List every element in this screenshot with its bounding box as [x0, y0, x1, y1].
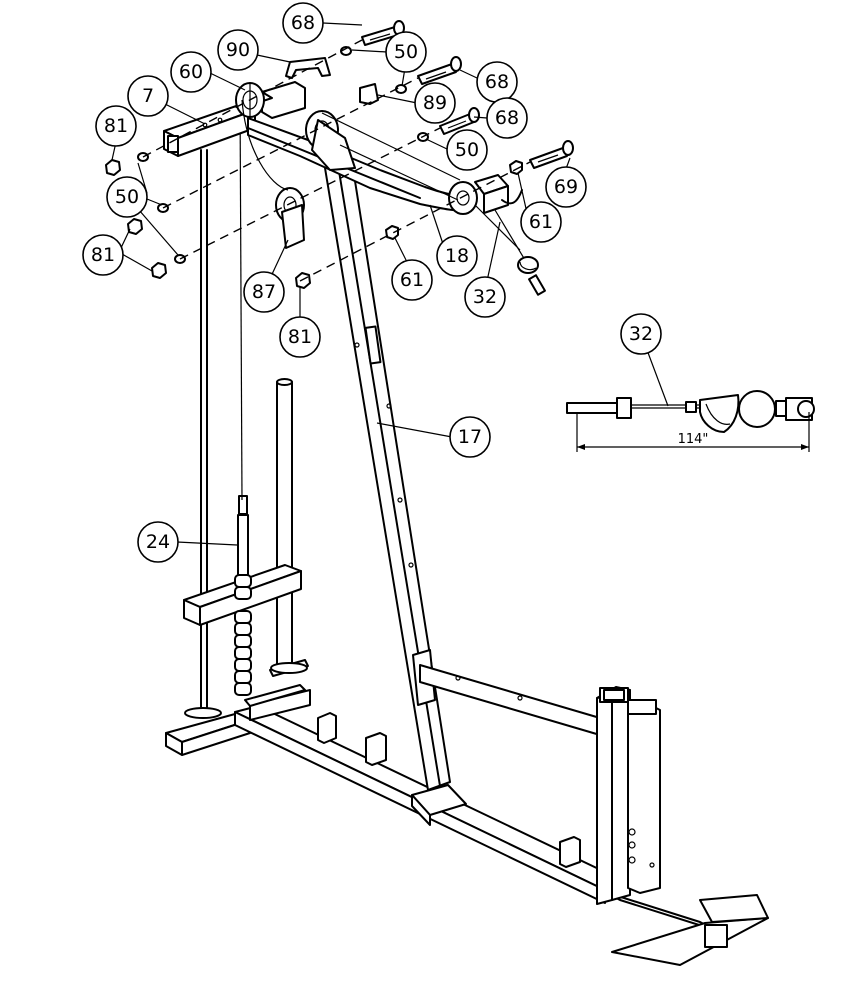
callout-7: 7 — [127, 75, 169, 117]
callout-81-lower: 81 — [279, 316, 321, 358]
callout-61-center: 61 — [391, 259, 433, 301]
pulley-87 — [275, 187, 305, 249]
svg-text:61: 61 — [529, 211, 553, 233]
svg-text:89: 89 — [423, 92, 447, 114]
weight-cable — [239, 94, 243, 501]
callout-24: 24 — [137, 521, 179, 563]
pulley-upper-arm — [305, 110, 356, 171]
callout-68-top: 68 — [282, 2, 324, 44]
callout-81-upper: 81 — [95, 105, 137, 147]
callout-68-middle: 68 — [476, 61, 518, 103]
slanted-upright-17 — [324, 161, 451, 791]
svg-text:69: 69 — [554, 176, 578, 198]
callout-81-left: 81 — [82, 234, 124, 276]
cable-routing — [241, 99, 521, 251]
svg-text:81: 81 — [104, 115, 128, 137]
alignment-lines — [142, 39, 531, 282]
svg-text:17: 17 — [458, 426, 482, 448]
svg-text:81: 81 — [288, 326, 312, 348]
svg-text:68: 68 — [485, 71, 509, 93]
svg-text:81: 81 — [91, 244, 115, 266]
callout-89: 89 — [414, 82, 456, 124]
front-arm-end — [474, 174, 523, 214]
svg-text:87: 87 — [252, 281, 276, 303]
svg-text:32: 32 — [473, 286, 497, 308]
horizontal-arm — [419, 664, 601, 736]
callout-32-detail: 32 — [620, 313, 662, 355]
right-rear-post — [596, 686, 661, 905]
callout-50-right: 50 — [446, 129, 488, 171]
callout-61-right: 61 — [520, 201, 562, 243]
svg-text:24: 24 — [146, 531, 170, 553]
bracket-89 — [359, 83, 379, 105]
selector-stem-segments — [234, 574, 252, 696]
weight-stack — [183, 149, 309, 719]
svg-text:50: 50 — [455, 139, 479, 161]
svg-text:90: 90 — [226, 39, 250, 61]
pulley-front-arm — [448, 181, 478, 215]
callout-69: 69 — [545, 166, 587, 208]
bolt-68-middle — [417, 56, 462, 85]
callout-50-top: 50 — [385, 31, 427, 73]
callout-17: 17 — [449, 416, 491, 458]
cable-32-detail: 114" — [566, 349, 815, 452]
callout-87: 87 — [243, 271, 285, 313]
svg-text:50: 50 — [115, 186, 139, 208]
bolt-68-lower — [439, 107, 480, 135]
callout-90: 90 — [217, 29, 259, 71]
callout-32-main: 32 — [464, 276, 506, 318]
svg-text:60: 60 — [179, 61, 203, 83]
callout-50-left: 50 — [106, 176, 148, 218]
callout-18: 18 — [436, 235, 478, 277]
callout-68-lower: 68 — [486, 97, 528, 139]
bolt-69 — [529, 140, 574, 169]
cable-length-label: 114" — [678, 432, 709, 447]
svg-text:61: 61 — [400, 269, 424, 291]
base-frame — [165, 684, 769, 966]
svg-text:68: 68 — [291, 12, 315, 34]
svg-text:18: 18 — [445, 245, 469, 267]
bracket-90 — [285, 57, 331, 79]
svg-text:32: 32 — [629, 323, 653, 345]
cable-32-end — [494, 209, 546, 296]
svg-text:68: 68 — [495, 107, 519, 129]
svg-text:50: 50 — [394, 41, 418, 63]
svg-text:7: 7 — [142, 85, 154, 107]
callout-60: 60 — [170, 51, 212, 93]
